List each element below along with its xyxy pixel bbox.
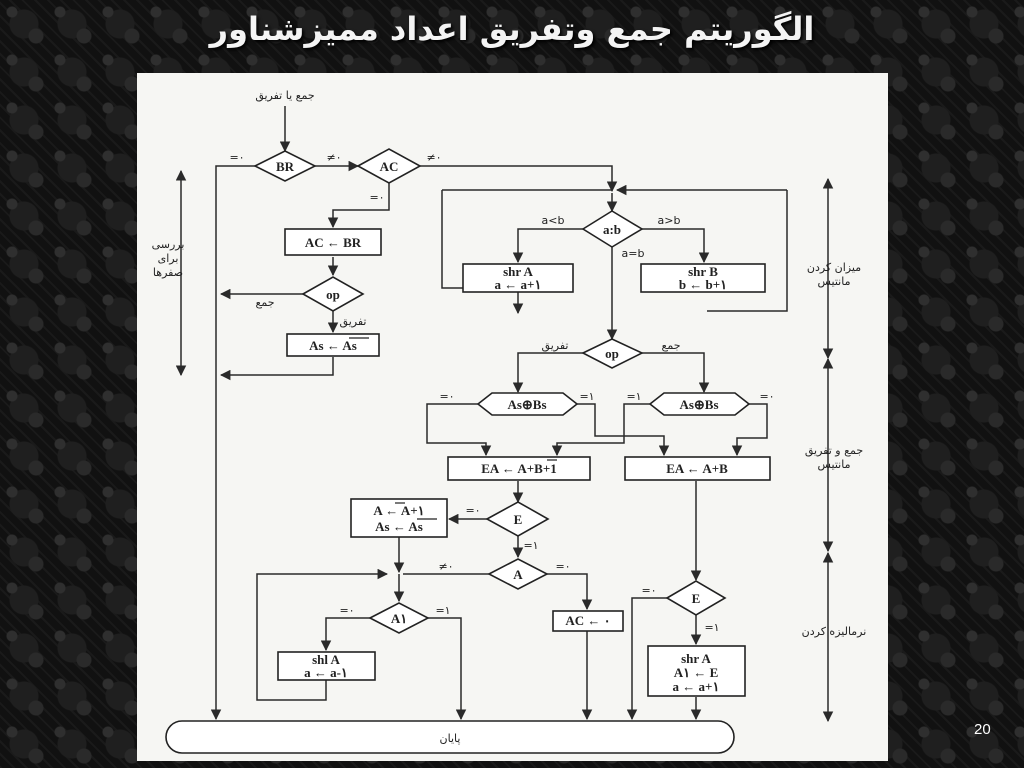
svg-text:a ← a+۱: a ← a+۱: [673, 679, 720, 694]
svg-text:جمع: جمع: [661, 339, 680, 352]
side-label-normalize: نرمالیزه کردن: [802, 625, 867, 638]
svg-text:=۰: =۰: [641, 584, 656, 597]
svg-text:shr A: shr A: [503, 264, 533, 279]
svg-text:صفرها: صفرها: [153, 266, 183, 279]
svg-text:E: E: [692, 591, 701, 606]
svg-text:A۱ ← E: A۱ ← E: [674, 665, 719, 680]
process-ac-zero: AC ← ۰: [552, 610, 624, 632]
side-label-addsub: جمع و تفریق مانتیس: [805, 444, 863, 471]
decision-ab: a:b: [581, 210, 644, 248]
svg-text:As⊕Bs: As⊕Bs: [679, 397, 718, 412]
svg-text:مانتیس: مانتیس: [818, 458, 851, 471]
svg-text:=۰: =۰: [759, 390, 774, 403]
svg-text:=۱: =۱: [704, 621, 719, 634]
svg-text:جمع: جمع: [255, 296, 274, 309]
side-brackets: [175, 169, 834, 723]
svg-text:op: op: [605, 346, 619, 361]
svg-text:A۱: A۱: [391, 611, 407, 626]
svg-text:مانتیس: مانتیس: [818, 275, 851, 288]
svg-text:shr A: shr A: [681, 651, 711, 666]
svg-text:=۱: =۱: [435, 604, 450, 617]
svg-text:AC ← ۰: AC ← ۰: [565, 613, 610, 628]
svg-text:shl A: shl A: [312, 652, 340, 667]
svg-text:پایان: پایان: [440, 732, 461, 745]
svg-text:shr B: shr B: [688, 264, 718, 279]
side-label-align: میزان کردن مانتیس: [807, 261, 861, 288]
svg-text:=۰: =۰: [465, 504, 480, 517]
decision-e1: E: [485, 501, 550, 537]
svg-text:EA ← A+B: EA ← A+B: [666, 461, 728, 476]
svg-text:a>b: a>b: [658, 214, 681, 227]
process-ac-br: AC ← BR: [284, 228, 382, 256]
svg-text:BR: BR: [276, 159, 295, 174]
svg-text:میزان کردن: میزان کردن: [807, 261, 861, 274]
svg-text:A ← A+۱: A ← A+۱: [373, 503, 424, 518]
svg-text:a=b: a=b: [622, 247, 645, 260]
decision-a1: A۱: [368, 602, 430, 634]
decision-xor1: As⊕Bs: [476, 392, 579, 416]
svg-text:=۱: =۱: [579, 390, 594, 403]
decision-e2: E: [665, 580, 727, 616]
svg-text:تفریق: تفریق: [542, 339, 569, 353]
svg-text:AC: AC: [380, 159, 399, 174]
process-shr-b: shr B b ← b+۱: [640, 263, 766, 293]
svg-text:جمع و تفریق: جمع و تفریق: [805, 444, 863, 458]
svg-text:As ← As: As ← As: [309, 338, 357, 353]
svg-text:=۱: =۱: [523, 539, 538, 552]
connector-lines: [210, 106, 788, 721]
svg-text:a:b: a:b: [603, 222, 621, 237]
edge-labels: =۰ ≠۰ ≠۰ =۰ جمع تفریق a<b a>b a=b تفریق …: [229, 151, 774, 634]
svg-text:a ← a-۱: a ← a-۱: [304, 665, 348, 680]
flowchart-diagram: BR AC op a:b op As⊕Bs As⊕Bs E A A۱ E: [152, 89, 867, 754]
slide-title: الگوریتم جمع وتفریق اعداد ممیزشناور: [209, 10, 815, 48]
decision-br: BR: [253, 150, 317, 182]
svg-text:As ← As: As ← As: [375, 519, 423, 534]
process-ea-sub: EA ← A+B+1: [447, 456, 591, 481]
svg-text:≠۰: ≠۰: [438, 560, 453, 573]
svg-text:b ← b+۱: b ← b+۱: [679, 277, 727, 292]
svg-text:a<b: a<b: [542, 214, 565, 227]
decision-xor2: As⊕Bs: [648, 392, 751, 416]
svg-text:AC ← BR: AC ← BR: [305, 235, 362, 250]
process-as-not: As ← As: [286, 333, 380, 357]
svg-text:E: E: [514, 512, 523, 527]
svg-text:EA ← A+B+1: EA ← A+B+1: [481, 461, 557, 476]
decision-op1: op: [301, 276, 365, 312]
svg-text:=۱: =۱: [626, 390, 641, 403]
flowchart-panel: BR AC op a:b op As⊕Bs As⊕Bs E A A۱ E: [137, 73, 888, 761]
start-label: جمع یا تفریق: [255, 89, 314, 103]
svg-text:=۰: =۰: [369, 191, 384, 204]
process-shr-a: shr A a ← a+۱: [462, 263, 574, 293]
svg-text:A: A: [513, 567, 523, 582]
svg-text:op: op: [326, 287, 340, 302]
svg-text:بررسی: بررسی: [152, 238, 185, 251]
svg-text:=۰: =۰: [339, 604, 354, 617]
svg-text:تفریق: تفریق: [340, 315, 367, 329]
side-label-check-zero: بررسی برای صفرها: [152, 238, 185, 279]
decision-ac: AC: [356, 148, 422, 184]
svg-text:=۰: =۰: [555, 560, 570, 573]
process-ea-add: EA ← A+B: [624, 456, 771, 481]
svg-text:a ← a+۱: a ← a+۱: [495, 277, 542, 292]
svg-text:As⊕Bs: As⊕Bs: [507, 397, 546, 412]
svg-text:≠۰: ≠۰: [426, 151, 441, 164]
decision-a: A: [487, 558, 549, 590]
svg-text:برای: برای: [158, 252, 179, 265]
process-shl: shl A a ← a-۱: [277, 651, 376, 681]
page-number: 20: [974, 721, 991, 738]
terminal-end: پایان: [165, 720, 735, 754]
process-normalize: shr A A۱ ← E a ← a+۱: [647, 645, 746, 697]
svg-text:=۰: =۰: [439, 390, 454, 403]
svg-text:=۰: =۰: [229, 151, 244, 164]
decision-op2: op: [581, 338, 644, 369]
svg-text:≠۰: ≠۰: [326, 151, 341, 164]
process-complement: A ← A+۱ As ← As: [350, 498, 448, 538]
